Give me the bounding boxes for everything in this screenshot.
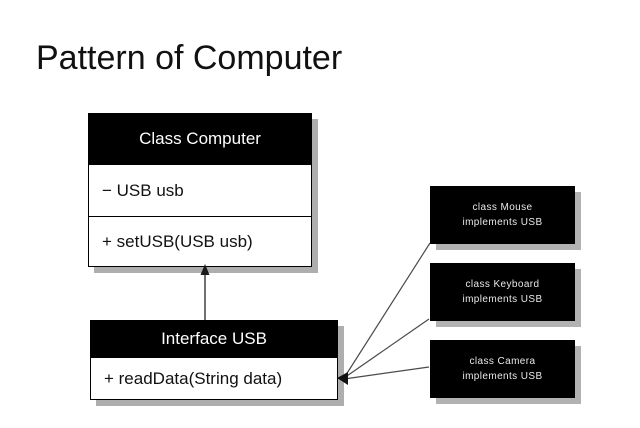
relation-convergence-arrowhead — [337, 372, 348, 385]
impl-box-camera[interactable]: class Camera implements USB — [430, 340, 575, 398]
impl-box-camera-line1: class Camera — [469, 356, 536, 367]
page-title: Pattern of Computer — [36, 39, 343, 77]
uml-class-computer[interactable]: Class Computer − USB usb + setUSB(USB us… — [88, 113, 312, 267]
impl-box-keyboard[interactable]: class Keyboard implements USB — [430, 263, 575, 321]
impl-box-camera-line2: implements USB — [462, 371, 543, 382]
uml-interface-usb-operation: + readData(String data) — [91, 357, 337, 399]
relation-keyboard-to-usb-line — [343, 318, 430, 379]
impl-box-keyboard-line2: implements USB — [462, 294, 543, 305]
uml-class-computer-title: Class Computer — [89, 114, 311, 164]
uml-interface-usb-title: Interface USB — [91, 321, 337, 357]
impl-box-mouse-line2: implements USB — [462, 217, 543, 228]
uml-class-computer-operation: + setUSB(USB usb) — [89, 216, 311, 266]
relation-camera-to-usb-line — [343, 366, 430, 380]
relation-mouse-to-usb-line — [343, 242, 431, 379]
impl-box-mouse-line1: class Mouse — [472, 202, 533, 213]
uml-interface-usb[interactable]: Interface USB + readData(String data) — [90, 320, 338, 400]
impl-box-keyboard-line1: class Keyboard — [465, 279, 540, 290]
relation-usb-to-computer-arrow — [200, 264, 210, 320]
impl-box-mouse[interactable]: class Mouse implements USB — [430, 186, 575, 244]
uml-class-computer-attribute: − USB usb — [89, 164, 311, 216]
